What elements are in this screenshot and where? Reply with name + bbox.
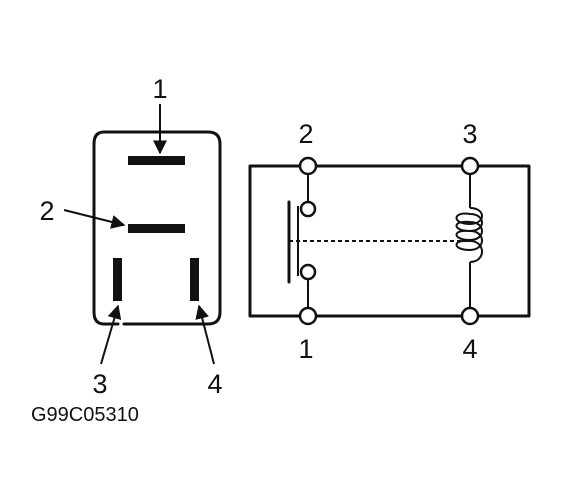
- schematic-label-2: 2: [298, 119, 313, 149]
- terminal-1-blade: [128, 156, 185, 165]
- schematic-terminal-4: [460, 306, 480, 326]
- pin-4-arrow: [195, 304, 215, 365]
- schematic-terminal-2: [298, 156, 318, 176]
- terminal-2-blade: [128, 224, 185, 233]
- coil-winding: [455, 207, 483, 263]
- pin-2-arrow: [63, 209, 126, 229]
- terminal-4-blade: [190, 258, 199, 301]
- pin-3-label: 3: [92, 369, 107, 399]
- pin-2-label: 2: [39, 196, 54, 226]
- connector-housing: [92, 130, 222, 326]
- terminal-3-blade: [113, 258, 122, 301]
- pin-4-label: 4: [207, 369, 222, 399]
- figure-code: G99C05310: [31, 404, 139, 426]
- schematic-label-3: 3: [462, 119, 477, 149]
- schematic-label-4: 4: [462, 334, 477, 364]
- pin-1-label: 1: [152, 74, 167, 104]
- switch-upper-contact: [299, 200, 317, 218]
- schematic-label-1: 1: [298, 334, 313, 364]
- schematic-view: 2 3 1 4: [248, 119, 531, 364]
- schematic-frame: [248, 164, 531, 318]
- switch-lower-contact: [299, 263, 317, 281]
- connector-view: 1 2 3 4: [39, 74, 222, 399]
- schematic-terminal-1: [298, 306, 318, 326]
- schematic-terminal-3: [460, 156, 480, 176]
- pin-3-arrow: [100, 304, 122, 365]
